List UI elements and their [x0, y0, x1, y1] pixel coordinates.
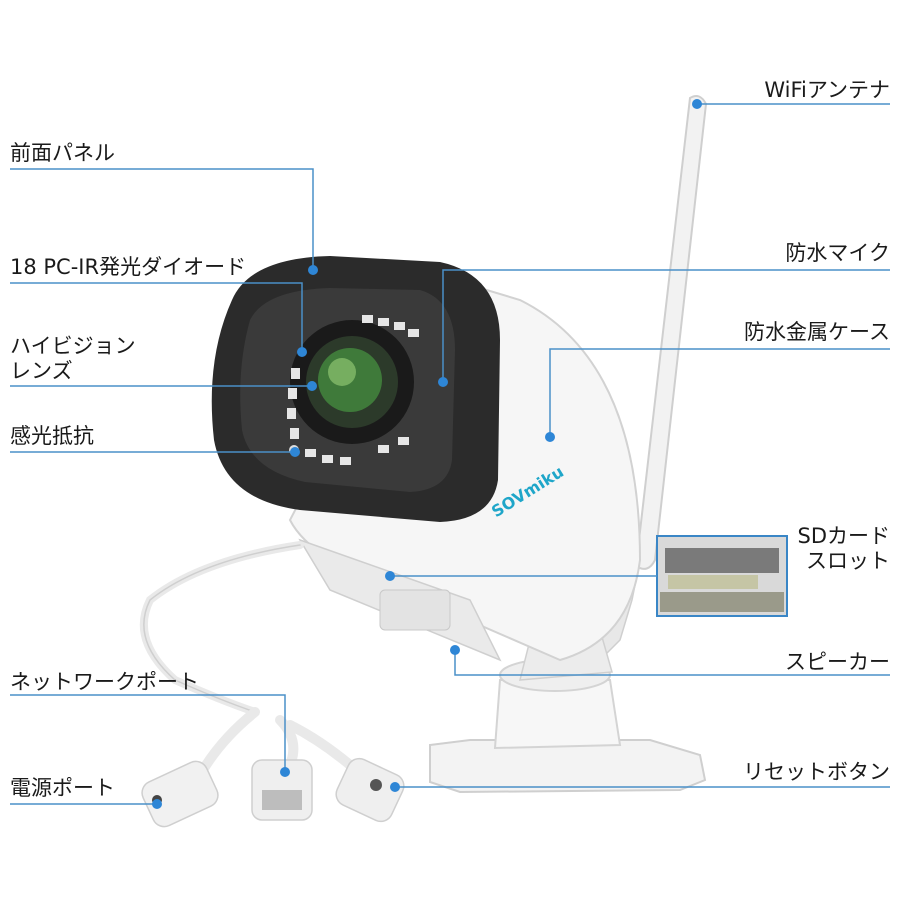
label-front-panel: 前面パネル [10, 141, 115, 165]
label-sd-slot-line2: スロット [806, 549, 890, 573]
label-network-port: ネットワークポート [10, 670, 199, 694]
reset-plug [335, 757, 405, 823]
label-wifi-antenna: WiFiアンテナ [764, 78, 890, 102]
cables [139, 541, 355, 780]
label-hd-lens-line1: ハイビジョン [10, 334, 136, 358]
label-reset-button: リセットボタン [743, 760, 890, 784]
label-power-port: 電源ポート [10, 776, 115, 800]
label-photoresistor: 感光抵抗 [10, 424, 94, 448]
lens [290, 320, 414, 444]
label-metal-case: 防水金属ケース [744, 320, 890, 344]
label-waterproof-mic: 防水マイク [785, 241, 890, 265]
label-sd-slot-line1: SDカード [797, 524, 890, 548]
label-hd-lens-line2: レンズ [10, 359, 73, 383]
label-ir-led: 18 PC-IR発光ダイオード [10, 255, 247, 279]
label-speaker: スピーカー [785, 650, 890, 674]
network-plug [251, 759, 313, 821]
callout-dots [152, 99, 702, 809]
sd-slot-inset [656, 535, 788, 617]
leader-lines [10, 103, 890, 805]
